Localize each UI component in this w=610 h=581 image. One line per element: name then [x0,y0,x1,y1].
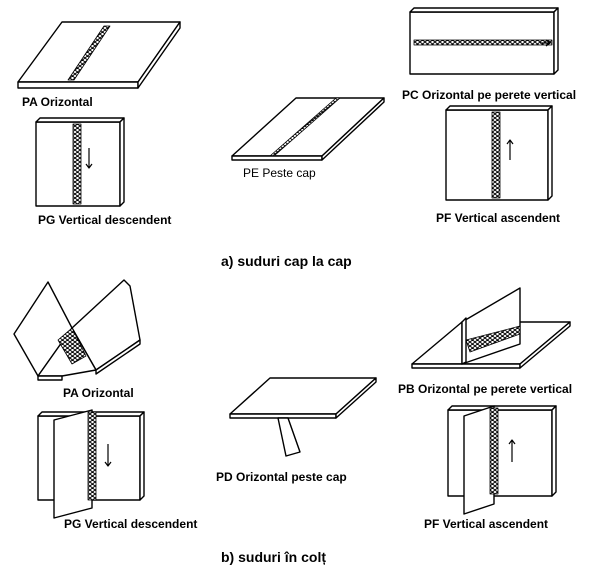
pa-butt-plate-illustration [17,21,181,89]
pg-butt-label: PG Vertical descendent [38,213,172,227]
pg-fillet-plate-illustration [37,409,145,519]
pb-fillet-plate-illustration [411,287,571,369]
pd-fillet-label: PD Orizontal peste cap [216,470,347,484]
pf-butt-plate-illustration [445,105,553,201]
pb-fillet-label: PB Orizontal pe perete vertical [398,382,573,396]
pd-fillet-plate-illustration [229,377,377,457]
fillet-welds-section-title: b) suduri în colț [221,549,326,565]
pa-butt-label: PA Orizontal [22,95,93,109]
pa-fillet-plate-illustration [13,279,141,381]
butt-welds-section-title: a) suduri cap la cap [221,253,352,269]
pf-butt-label: PF Vertical ascendent [436,211,561,225]
pe-butt-label: PE Peste cap [243,166,316,180]
pc-butt-plate-illustration [409,7,559,75]
pg-butt-plate-illustration [35,117,125,207]
pa-fillet-label: PA Orizontal [63,386,134,400]
pg-fillet-label: PG Vertical descendent [64,517,198,531]
pf-fillet-label: PF Vertical ascendent [424,517,549,531]
pf-fillet-plate-illustration [447,405,557,515]
pc-butt-label: PC Orizontal pe perete vertical [402,88,577,102]
pe-butt-plate-illustration [231,97,385,161]
